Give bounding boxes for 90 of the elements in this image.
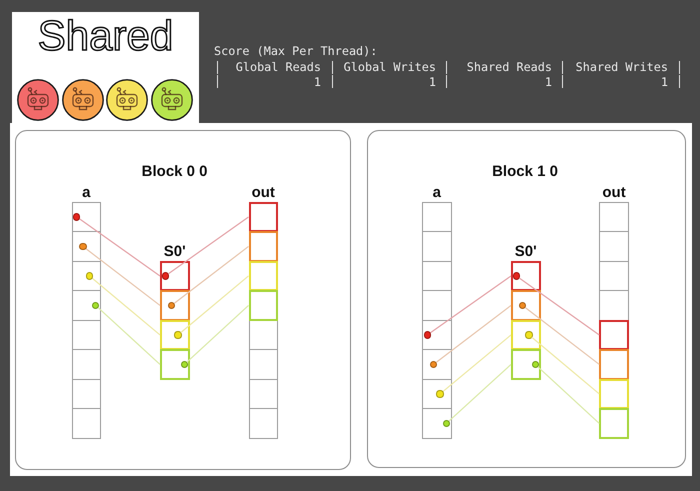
- thread-dot-icon: [512, 272, 520, 280]
- array-label: a: [432, 184, 441, 200]
- array-slot: [248, 202, 278, 232]
- array-slot: [422, 290, 452, 321]
- array-slot: [422, 378, 452, 410]
- array-slot: [248, 349, 278, 380]
- array-label: a: [82, 184, 90, 200]
- thread-dot-icon: [73, 213, 80, 221]
- array-slot: [72, 290, 101, 321]
- array-slot: [422, 231, 452, 262]
- thread-line: [518, 278, 600, 336]
- array-slot: [72, 408, 101, 439]
- score-value: 1: [660, 74, 668, 88]
- array-slot: [599, 202, 629, 232]
- array-slot: [511, 320, 540, 350]
- array-slot: [248, 231, 278, 262]
- thread-dot-icon: [86, 272, 94, 280]
- block-title: Block 1 0: [492, 164, 558, 179]
- column-header: Global Writes: [344, 60, 436, 74]
- array-slot: [160, 320, 190, 350]
- array-slot: [511, 290, 540, 321]
- array-slot: [248, 320, 278, 350]
- thread-line: [98, 307, 160, 365]
- array-slot: [422, 349, 452, 380]
- thread-dot-icon: [168, 302, 176, 310]
- column-header: Shared Writes: [576, 60, 668, 74]
- thread-line: [92, 278, 160, 336]
- thread-dot-icon: [92, 302, 100, 310]
- array-slot: [511, 349, 540, 380]
- thread-line: [430, 275, 512, 334]
- thread-dot-icon: [79, 242, 87, 250]
- array-slot: [422, 202, 452, 232]
- thread-dot-icon: [436, 390, 444, 398]
- array-slot: [599, 290, 629, 321]
- thread-dot-icon: [174, 331, 182, 339]
- thread-dot-icon: [518, 302, 526, 310]
- score-value: 1: [544, 74, 552, 88]
- array-slot: [248, 408, 278, 439]
- array-slot: [72, 349, 101, 380]
- thread-line: [524, 307, 600, 365]
- score-value: 1: [428, 74, 436, 88]
- array-slot: [599, 408, 629, 439]
- thread-dot-icon: [424, 331, 431, 339]
- array-slot: [160, 349, 190, 380]
- thread-dot-icon: [532, 360, 539, 368]
- array-slot: [511, 260, 540, 292]
- array-slot: [72, 231, 101, 262]
- array-slot: [160, 260, 190, 292]
- array-slot: [160, 290, 190, 321]
- block-panel: [367, 130, 686, 468]
- array-slot: [248, 378, 278, 410]
- array-slot: [422, 260, 452, 292]
- thread-line: [86, 248, 160, 306]
- array-slot: [422, 320, 452, 350]
- array-slot: [599, 260, 629, 292]
- thread-line: [538, 366, 600, 424]
- score-heading: Score (Max Per Thread):: [214, 44, 378, 58]
- array-slot: [599, 320, 629, 350]
- array-slot: [599, 378, 629, 410]
- thread-line: [186, 305, 249, 362]
- thread-dot-icon: [430, 360, 438, 368]
- thread-line: [180, 275, 249, 334]
- score-value: 1: [314, 74, 321, 88]
- puzzle-title: Shared: [38, 15, 174, 58]
- thread-line: [79, 218, 160, 276]
- block-panel: [15, 130, 351, 470]
- array-label: out: [602, 184, 626, 200]
- array-slot: [72, 378, 101, 410]
- thread-line: [531, 336, 600, 394]
- array-slot: [599, 231, 629, 262]
- thread-dot-icon: [162, 272, 169, 280]
- array-label: S0': [164, 244, 186, 259]
- array-slot: [422, 408, 452, 439]
- array-slot: [599, 349, 629, 380]
- thread-dot-icon: [525, 331, 533, 339]
- array-slot: [72, 260, 101, 292]
- block-title: Block 0 0: [142, 164, 208, 179]
- column-header: Global Reads: [236, 60, 321, 74]
- array-slot: [72, 320, 101, 350]
- thread-dot-icon: [180, 360, 188, 368]
- thread-dot-icon: [442, 420, 450, 428]
- array-slot: [248, 290, 278, 321]
- array-slot: [72, 202, 101, 232]
- array-label: S0': [514, 244, 537, 259]
- thread-line: [448, 364, 512, 422]
- thread-line: [174, 246, 249, 304]
- thread-line: [168, 216, 249, 274]
- array-slot: [248, 260, 278, 292]
- array-label: out: [252, 184, 275, 200]
- column-header: Shared Reads: [466, 60, 552, 74]
